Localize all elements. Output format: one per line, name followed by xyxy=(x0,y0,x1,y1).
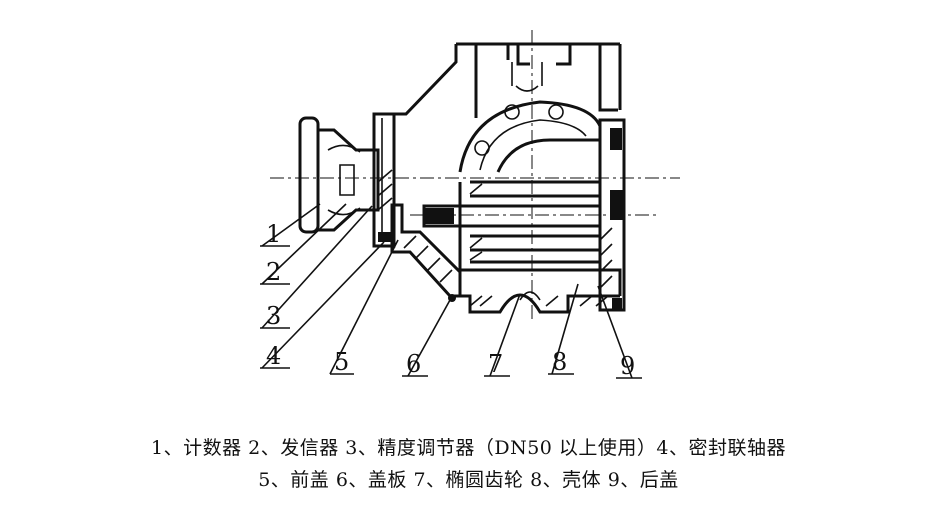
transmitter-housing xyxy=(372,44,458,248)
caption-line-2: 5、前盖 6、盖板 7、椭圆齿轮 8、壳体 9、后盖 xyxy=(258,469,679,491)
caption-line-1: 1、计数器 2、发信器 3、精度调节器（DN50 以上使用）4、密封联轴器 xyxy=(150,437,786,459)
callout-8: 8 xyxy=(552,348,567,376)
callout-6: 6 xyxy=(406,350,421,378)
callout-7: 7 xyxy=(488,350,503,378)
rear-cover-part xyxy=(598,118,626,312)
counter-part xyxy=(298,116,380,234)
callout-2: 2 xyxy=(266,258,281,286)
oval-gear-part xyxy=(422,180,602,264)
flowmeter-cross-section-drawing: 1 2 3 4 5 6 7 8 9 xyxy=(260,30,680,380)
front-cover-part xyxy=(390,203,462,298)
callout-4: 4 xyxy=(266,342,281,370)
callout-1: 1 xyxy=(266,220,281,248)
callout-9: 9 xyxy=(620,352,635,380)
callout-5: 5 xyxy=(334,348,349,376)
callout-3: 3 xyxy=(266,302,281,330)
leader-lines xyxy=(260,203,642,379)
